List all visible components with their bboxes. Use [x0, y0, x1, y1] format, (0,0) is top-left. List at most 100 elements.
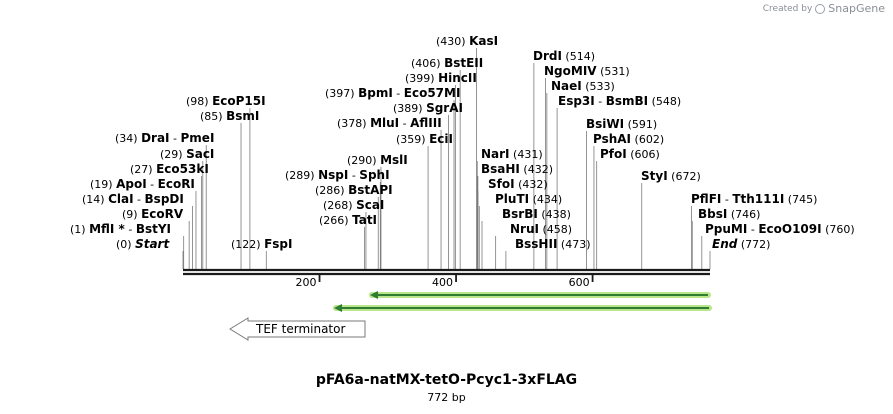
site-label-bsrbi[interactable]: BsrBI (438): [502, 207, 571, 221]
site-position: (266): [319, 214, 352, 227]
site-label-esp3i[interactable]: Esp3I - BsmBI (548): [558, 94, 681, 108]
site-position: (430): [436, 35, 469, 48]
site-label-kasi[interactable]: (430) KasI: [436, 34, 498, 48]
site-separator: -: [125, 223, 136, 236]
site-label-bsshii[interactable]: BssHII (473): [515, 237, 590, 251]
site-label-nrui[interactable]: NruI (458): [510, 222, 572, 236]
site-name: KasI: [469, 34, 498, 48]
site-label-tati[interactable]: (266) TatI: [319, 213, 377, 227]
site-label-end[interactable]: End (772): [712, 237, 770, 251]
site-name: BsmI: [226, 109, 259, 123]
site-name: NaeI: [551, 79, 582, 93]
site-name: BstAPI: [348, 183, 393, 197]
map-length: 772 bp: [427, 391, 466, 404]
site-name: PfoI: [600, 147, 627, 161]
site-name: StyI: [641, 169, 668, 183]
site-separator: -: [747, 223, 758, 236]
site-text: (378) MluI - AflIII: [337, 116, 442, 130]
site-position: (473): [557, 238, 590, 251]
site-label-mfli-[interactable]: (1) MflI * - BstYI: [70, 222, 171, 236]
site-name: AflIII: [410, 116, 442, 130]
site-label-drdi[interactable]: DrdI (514): [533, 49, 595, 63]
site-label-ecop15i[interactable]: (98) EcoP15I: [186, 94, 266, 108]
site-label-bsmi[interactable]: (85) BsmI: [200, 109, 259, 123]
site-label-styi[interactable]: StyI (672): [641, 169, 701, 183]
site-label-pfoi[interactable]: PfoI (606): [600, 147, 660, 161]
site-label-ngomiv[interactable]: NgoMIV (531): [544, 64, 630, 78]
site-name: BpmI: [358, 86, 393, 100]
site-label-nari[interactable]: NarI (431): [481, 147, 543, 161]
site-name: EcoO109I: [758, 222, 821, 236]
site-label-msli[interactable]: (290) MslI: [347, 153, 408, 167]
site-label-bbsi[interactable]: BbsI (746): [698, 207, 760, 221]
site-text: NruI (458): [510, 222, 572, 236]
site-label-ecii[interactable]: (359) EciI: [396, 132, 453, 146]
site-text: BssHII (473): [515, 237, 590, 251]
site-position: (432): [515, 178, 548, 191]
site-label-ecorv[interactable]: (9) EcoRV: [122, 207, 184, 221]
site-label-bsahi[interactable]: BsaHI (432): [481, 162, 553, 176]
site-name: Esp3I: [558, 94, 595, 108]
primer-arrow-2[interactable]: [333, 304, 712, 312]
site-label-fspi[interactable]: (122) FspI: [231, 237, 292, 251]
site-name: NspI: [318, 168, 348, 182]
site-label-bsteii[interactable]: (406) BstEII: [411, 56, 483, 70]
site-label-saci[interactable]: (29) SacI: [160, 147, 214, 161]
site-label-pshai[interactable]: PshAI (602): [593, 132, 664, 146]
site-position: (760): [822, 223, 855, 236]
site-label-eco53ki[interactable]: (27) Eco53kI: [130, 162, 209, 176]
site-text: PfoI (606): [600, 147, 660, 161]
primer-arrows: [333, 291, 712, 312]
site-label-apoi[interactable]: (19) ApoI - EcoRI: [90, 177, 195, 191]
site-text: (1) MflI * - BstYI: [70, 222, 171, 236]
site-separator: -: [170, 132, 181, 145]
site-separator: -: [399, 117, 410, 130]
site-text: BsaHI (432): [481, 162, 553, 176]
site-position: (606): [627, 148, 660, 161]
site-name: Tth111I: [732, 192, 784, 206]
site-label-clai[interactable]: (14) ClaI - BspDI: [82, 192, 184, 206]
site-name: EciI: [429, 132, 453, 146]
site-label-bstapi[interactable]: (286) BstAPI: [315, 183, 393, 197]
site-text: (266) TatI: [319, 213, 377, 227]
map-title: pFA6a-natMX-tetO-Pcyc1-3xFLAG: [315, 372, 578, 388]
site-position: (434): [529, 193, 562, 206]
site-label-bpmi[interactable]: (397) BpmI - Eco57MI: [325, 86, 460, 100]
primer-arrow-1[interactable]: [369, 291, 711, 299]
site-name: ScaI: [356, 198, 384, 212]
site-label-drai[interactable]: (34) DraI - PmeI: [115, 131, 214, 145]
site-text: (0) Start: [116, 237, 170, 251]
site-label-mlui[interactable]: (378) MluI - AflIII: [337, 116, 442, 130]
site-name: ApoI: [116, 177, 147, 191]
site-label-nspi[interactable]: (289) NspI - SphI: [285, 168, 390, 182]
site-position: (397): [325, 87, 358, 100]
site-position: (746): [727, 208, 760, 221]
site-label-ppumi[interactable]: PpuMI - EcoO109I (760): [705, 222, 855, 236]
site-label-sgrai[interactable]: (389) SgrAI: [393, 101, 463, 115]
site-name: BbsI: [698, 207, 727, 221]
site-position: (672): [668, 170, 701, 183]
feature-tef-terminator[interactable]: TEF terminator: [229, 317, 366, 341]
site-position: (514): [562, 50, 595, 63]
site-label-pluti[interactable]: PluTI (434): [495, 192, 562, 206]
site-position: (0): [116, 238, 135, 251]
site-name: Eco57MI: [404, 86, 461, 100]
primer-arrow-2-arrowhead-icon: [334, 304, 342, 312]
sequence-backbone: [183, 268, 710, 276]
site-name: ClaI: [108, 192, 133, 206]
site-name: DraI: [141, 131, 169, 145]
site-label-sfoi[interactable]: SfoI (432): [488, 177, 548, 191]
site-label-pflfi[interactable]: PflFI - Tth111I (745): [691, 192, 817, 206]
site-position: (389): [393, 102, 426, 115]
site-name: PmeI: [181, 131, 215, 145]
site-text: StyI (672): [641, 169, 701, 183]
site-label-hincii[interactable]: (399) HincII: [405, 71, 477, 85]
site-name: BsrBI: [502, 207, 538, 221]
site-label-scai[interactable]: (268) ScaI: [323, 198, 384, 212]
snapgene-logo-icon: [815, 3, 826, 14]
site-label-start[interactable]: (0) Start: [116, 237, 170, 251]
site-position: (432): [520, 163, 553, 176]
feature-arrow-shape: [229, 317, 366, 341]
site-label-bsiwi[interactable]: BsiWI (591): [586, 117, 657, 131]
site-label-naei[interactable]: NaeI (533): [551, 79, 615, 93]
